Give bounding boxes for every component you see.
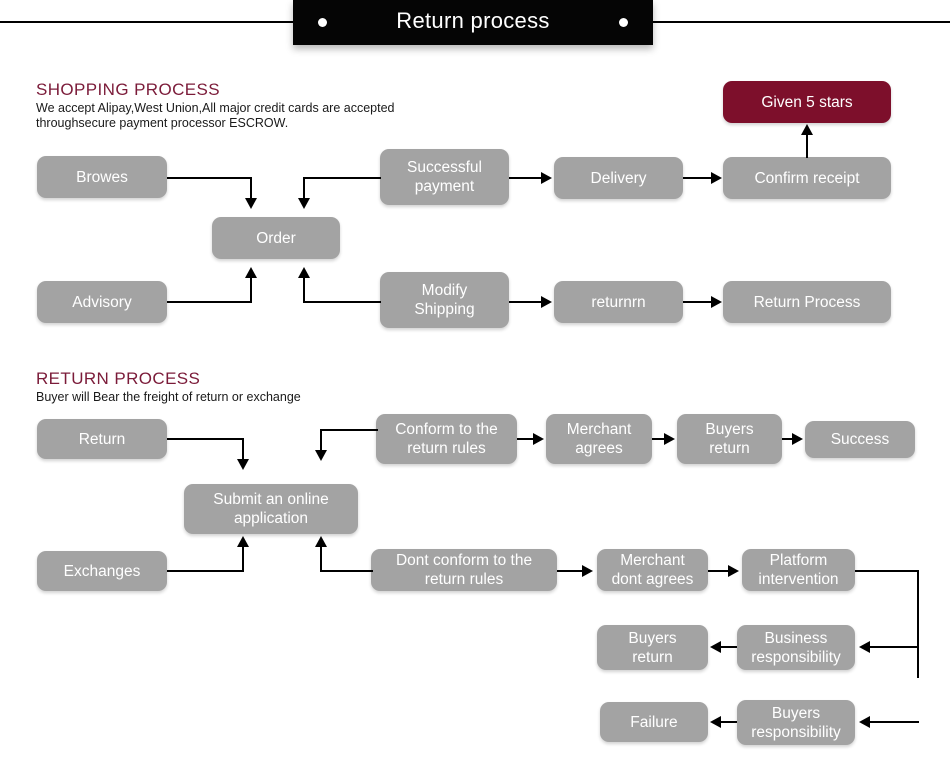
- arrowhead-platform-to-business: [859, 641, 870, 653]
- connector-payment-to-order-h: [303, 177, 381, 179]
- box-returnrn[interactable]: returnrn: [554, 281, 683, 323]
- arrowhead-conform-to-submit: [315, 450, 327, 461]
- arrowhead-platform-to-buyers-resp: [859, 716, 870, 728]
- arrowhead-buyers-return-to-success: [792, 433, 803, 445]
- arrowhead-merchant-dont-to-platform: [728, 565, 739, 577]
- connector-advisory-to-order-h: [167, 301, 252, 303]
- box-exchanges[interactable]: Exchanges: [37, 551, 167, 591]
- connector-payment-to-delivery: [509, 177, 542, 179]
- box-business-responsibility[interactable]: Business responsibility: [737, 625, 855, 670]
- arrowhead-returnrn-to-return-process: [711, 296, 722, 308]
- box-return[interactable]: Return: [37, 419, 167, 459]
- connector-conform-to-submit-v: [320, 429, 322, 453]
- connector-advisory-to-order-v: [250, 278, 252, 303]
- connector-exchanges-to-submit-h: [167, 570, 244, 572]
- box-conform-rules[interactable]: Conform to the return rules: [376, 414, 517, 464]
- banner-rule-left: [0, 21, 300, 23]
- box-dont-conform-rules[interactable]: Dont conform to the return rules: [371, 549, 557, 591]
- connector-platform-bus-h: [855, 570, 919, 572]
- shopping-process-subtext: We accept Alipay,West Union,All major cr…: [36, 101, 395, 130]
- arrowhead-return-to-submit: [237, 459, 249, 470]
- arrowhead-modify-to-returnrn: [541, 296, 552, 308]
- arrowhead-modify-to-order: [298, 267, 310, 278]
- box-success[interactable]: Success: [805, 421, 915, 458]
- box-submit-application[interactable]: Submit an online application: [184, 484, 358, 534]
- arrowhead-conform-to-merchant: [533, 433, 544, 445]
- box-confirm-receipt[interactable]: Confirm receipt: [723, 157, 891, 199]
- connector-exchanges-to-submit-v: [242, 547, 244, 572]
- connector-payment-to-order-v: [303, 177, 305, 201]
- connector-platform-trunk-v: [917, 570, 919, 678]
- box-buyers-return-mid[interactable]: Buyers return: [597, 625, 708, 670]
- arrowhead-confirm-to-stars: [801, 124, 813, 135]
- connector-dont-conform-to-submit-h: [320, 570, 373, 572]
- shopping-process-heading: SHOPPING PROCESS: [36, 80, 220, 99]
- bullet-dot-icon-right: [619, 18, 628, 27]
- connector-merchant-dont-to-platform: [708, 570, 729, 572]
- box-modify-shipping[interactable]: Modify Shipping: [380, 272, 509, 328]
- arrowhead-dont-conform-to-submit: [315, 536, 327, 547]
- return-process-heading: RETURN PROCESS: [36, 369, 201, 388]
- connector-buyers-resp-to-failure: [720, 721, 737, 723]
- box-successful-payment[interactable]: Successful payment: [380, 149, 509, 205]
- box-buyers-responsibility[interactable]: Buyers responsibility: [737, 700, 855, 745]
- page-title: Return process: [396, 8, 550, 33]
- box-delivery[interactable]: Delivery: [554, 157, 683, 199]
- connector-dont-conform-to-submit-v: [320, 547, 322, 572]
- connector-modify-to-returnrn: [509, 301, 542, 303]
- connector-conform-to-merchant: [517, 438, 534, 440]
- box-advisory[interactable]: Advisory: [37, 281, 167, 323]
- arrowhead-delivery-to-confirm: [711, 172, 722, 184]
- box-order[interactable]: Order: [212, 217, 340, 259]
- return-process-subtext: Buyer will Bear the freight of return or…: [36, 390, 301, 404]
- connector-buyers-return-to-success: [782, 438, 794, 440]
- box-given-5-stars[interactable]: Given 5 stars: [723, 81, 891, 123]
- connector-modify-to-order-h: [303, 301, 381, 303]
- page-title-banner: Return process: [293, 0, 653, 45]
- bullet-dot-icon-left: [318, 18, 327, 27]
- connector-business-to-buyers-return: [720, 646, 737, 648]
- banner-rule-right: [650, 21, 950, 23]
- box-platform-intervention[interactable]: Platform intervention: [742, 549, 855, 591]
- connector-delivery-to-confirm: [683, 177, 712, 179]
- box-merchant-agrees[interactable]: Merchant agrees: [546, 414, 652, 464]
- connector-merchant-to-buyers-return: [652, 438, 666, 440]
- arrowhead-buyers-resp-to-failure: [710, 716, 721, 728]
- arrowhead-dont-conform-to-merchant: [582, 565, 593, 577]
- box-browes[interactable]: Browes: [37, 156, 167, 198]
- connector-conform-to-submit-h: [320, 429, 378, 431]
- connector-browes-to-order-v: [250, 177, 252, 201]
- connector-browes-to-order-h: [167, 177, 252, 179]
- connector-platform-to-business-h: [869, 646, 919, 648]
- arrowhead-advisory-to-order: [245, 267, 257, 278]
- arrowhead-payment-to-delivery: [541, 172, 552, 184]
- arrowhead-payment-to-order: [298, 198, 310, 209]
- connector-confirm-to-stars: [806, 134, 808, 158]
- connector-platform-to-buyers-resp-h: [869, 721, 919, 723]
- box-failure[interactable]: Failure: [600, 702, 708, 742]
- arrowhead-business-to-buyers-return: [710, 641, 721, 653]
- connector-dont-conform-to-merchant: [557, 570, 583, 572]
- arrowhead-browes-to-order: [245, 198, 257, 209]
- arrowhead-merchant-to-buyers-return: [664, 433, 675, 445]
- box-merchant-dont-agrees[interactable]: Merchant dont agrees: [597, 549, 708, 591]
- box-return-process[interactable]: Return Process: [723, 281, 891, 323]
- arrowhead-exchanges-to-submit: [237, 536, 249, 547]
- connector-modify-to-order-v: [303, 278, 305, 303]
- connector-returnrn-to-return-process: [683, 301, 712, 303]
- connector-return-to-submit-h: [167, 438, 244, 440]
- connector-return-to-submit-v: [242, 438, 244, 462]
- box-buyers-return-top[interactable]: Buyers return: [677, 414, 782, 464]
